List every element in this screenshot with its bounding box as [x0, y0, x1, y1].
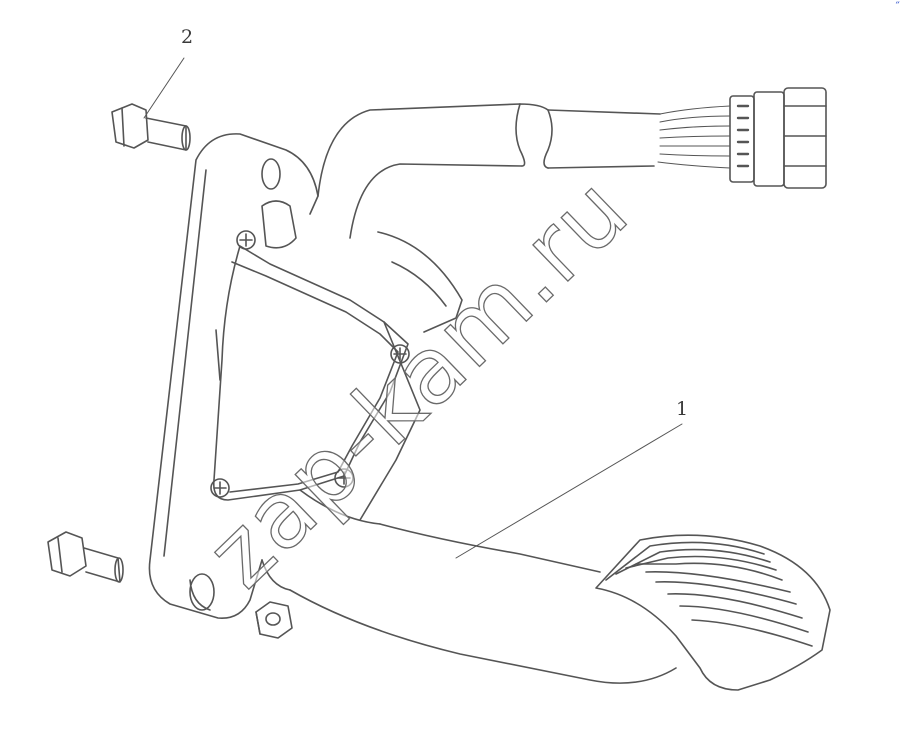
mounting-bracket: [148, 133, 319, 619]
sensor-housing: [210, 200, 410, 501]
callout-2: 2: [181, 26, 194, 48]
connector: [729, 87, 827, 189]
pedal-lever: [261, 523, 677, 684]
wire-bundle: [657, 105, 731, 169]
bolt-bottom: [47, 531, 124, 583]
pivot-arm: [299, 231, 463, 525]
callout-1: 1: [676, 398, 689, 420]
bolt-top: [111, 103, 191, 151]
leader-lines: [143, 57, 683, 559]
pedal-pad: [595, 534, 831, 691]
nut: [255, 601, 293, 639]
corner-mark: ˝: [894, 0, 901, 13]
cable-arm: [317, 103, 661, 239]
